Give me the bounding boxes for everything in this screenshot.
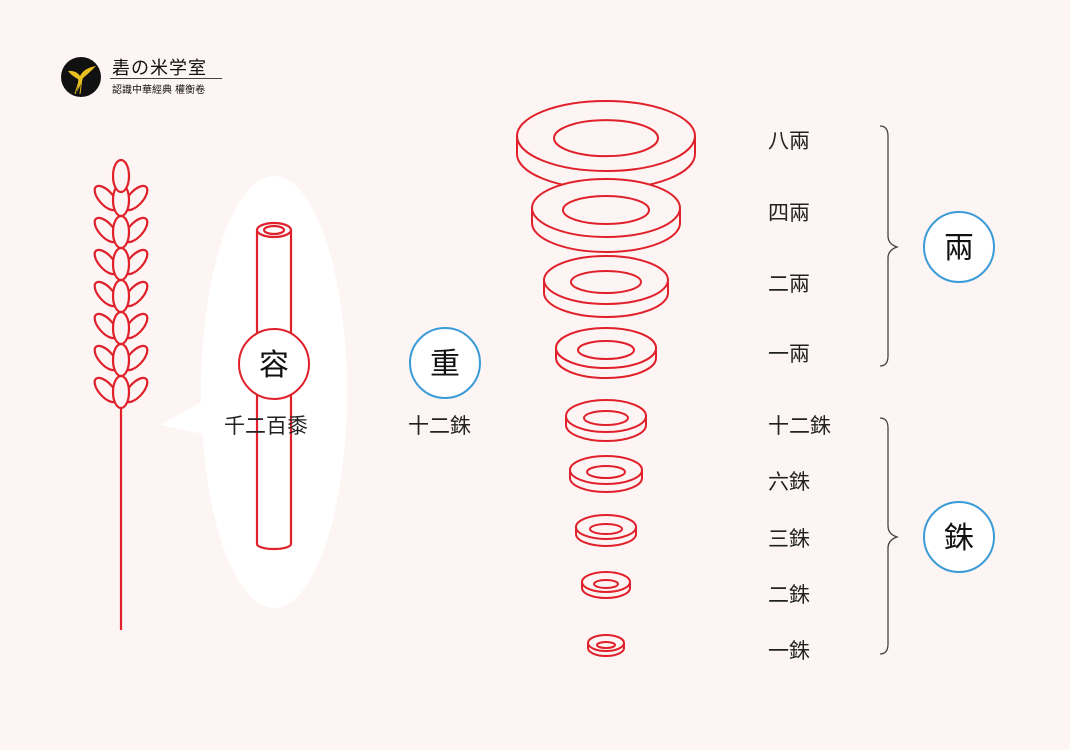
weight-ring-3 [543, 255, 669, 318]
wheat-grain [111, 310, 131, 346]
weight-ring-1 [516, 100, 696, 190]
weight-label-6-zhu: 六銖 [768, 470, 810, 494]
zhu-group-text: 銖 [944, 521, 974, 556]
weight-label-1-zhu: 一銖 [768, 639, 810, 663]
weight-label: 十二銖 [408, 414, 471, 438]
weight-ring-9 [587, 634, 625, 657]
weight-label-8-liang: 八兩 [768, 129, 810, 153]
zhu-group-badge: 銖 [923, 501, 995, 573]
liang-group-badge: 兩 [923, 211, 995, 283]
wheat-grain [111, 342, 131, 378]
liang-brace [879, 125, 900, 367]
weight-ring-8 [581, 571, 631, 599]
weight-badge: 重 [409, 327, 481, 399]
weight-label-2-liang: 二兩 [768, 272, 810, 296]
capacity-badge: 容 [238, 328, 310, 400]
wheat-stalk-icon [93, 158, 149, 630]
weight-ring-5 [565, 399, 647, 442]
weight-ring-2 [531, 178, 681, 253]
wheat-grain [111, 374, 131, 410]
weight-ring-7 [575, 514, 637, 547]
capacity-label: 千二百黍 [224, 414, 308, 438]
logo-subtitle: 認識中華經典 權衡卷 [112, 85, 206, 96]
weight-label-12-zhu: 十二銖 [768, 414, 831, 438]
weight-label-3-zhu: 三銖 [768, 527, 810, 551]
weight-badge-text: 重 [430, 347, 460, 382]
wheat-grain [111, 246, 131, 282]
wheat-grain [111, 158, 131, 194]
logo-title: 砉の米学室 [112, 58, 207, 79]
capacity-badge-text: 容 [259, 348, 289, 383]
weight-label-2-zhu: 二銖 [768, 583, 810, 607]
logo-emblem-icon [61, 57, 101, 97]
wheat-grain [111, 278, 131, 314]
weight-ring-4 [555, 327, 657, 379]
weight-label-1-liang: 一兩 [768, 342, 810, 366]
wheat-grain [111, 214, 131, 250]
logo-divider [110, 78, 222, 79]
weight-ring-6 [569, 455, 643, 493]
weight-label-4-liang: 四兩 [768, 201, 810, 225]
liang-group-text: 兩 [944, 231, 974, 266]
zhu-brace [879, 417, 900, 655]
